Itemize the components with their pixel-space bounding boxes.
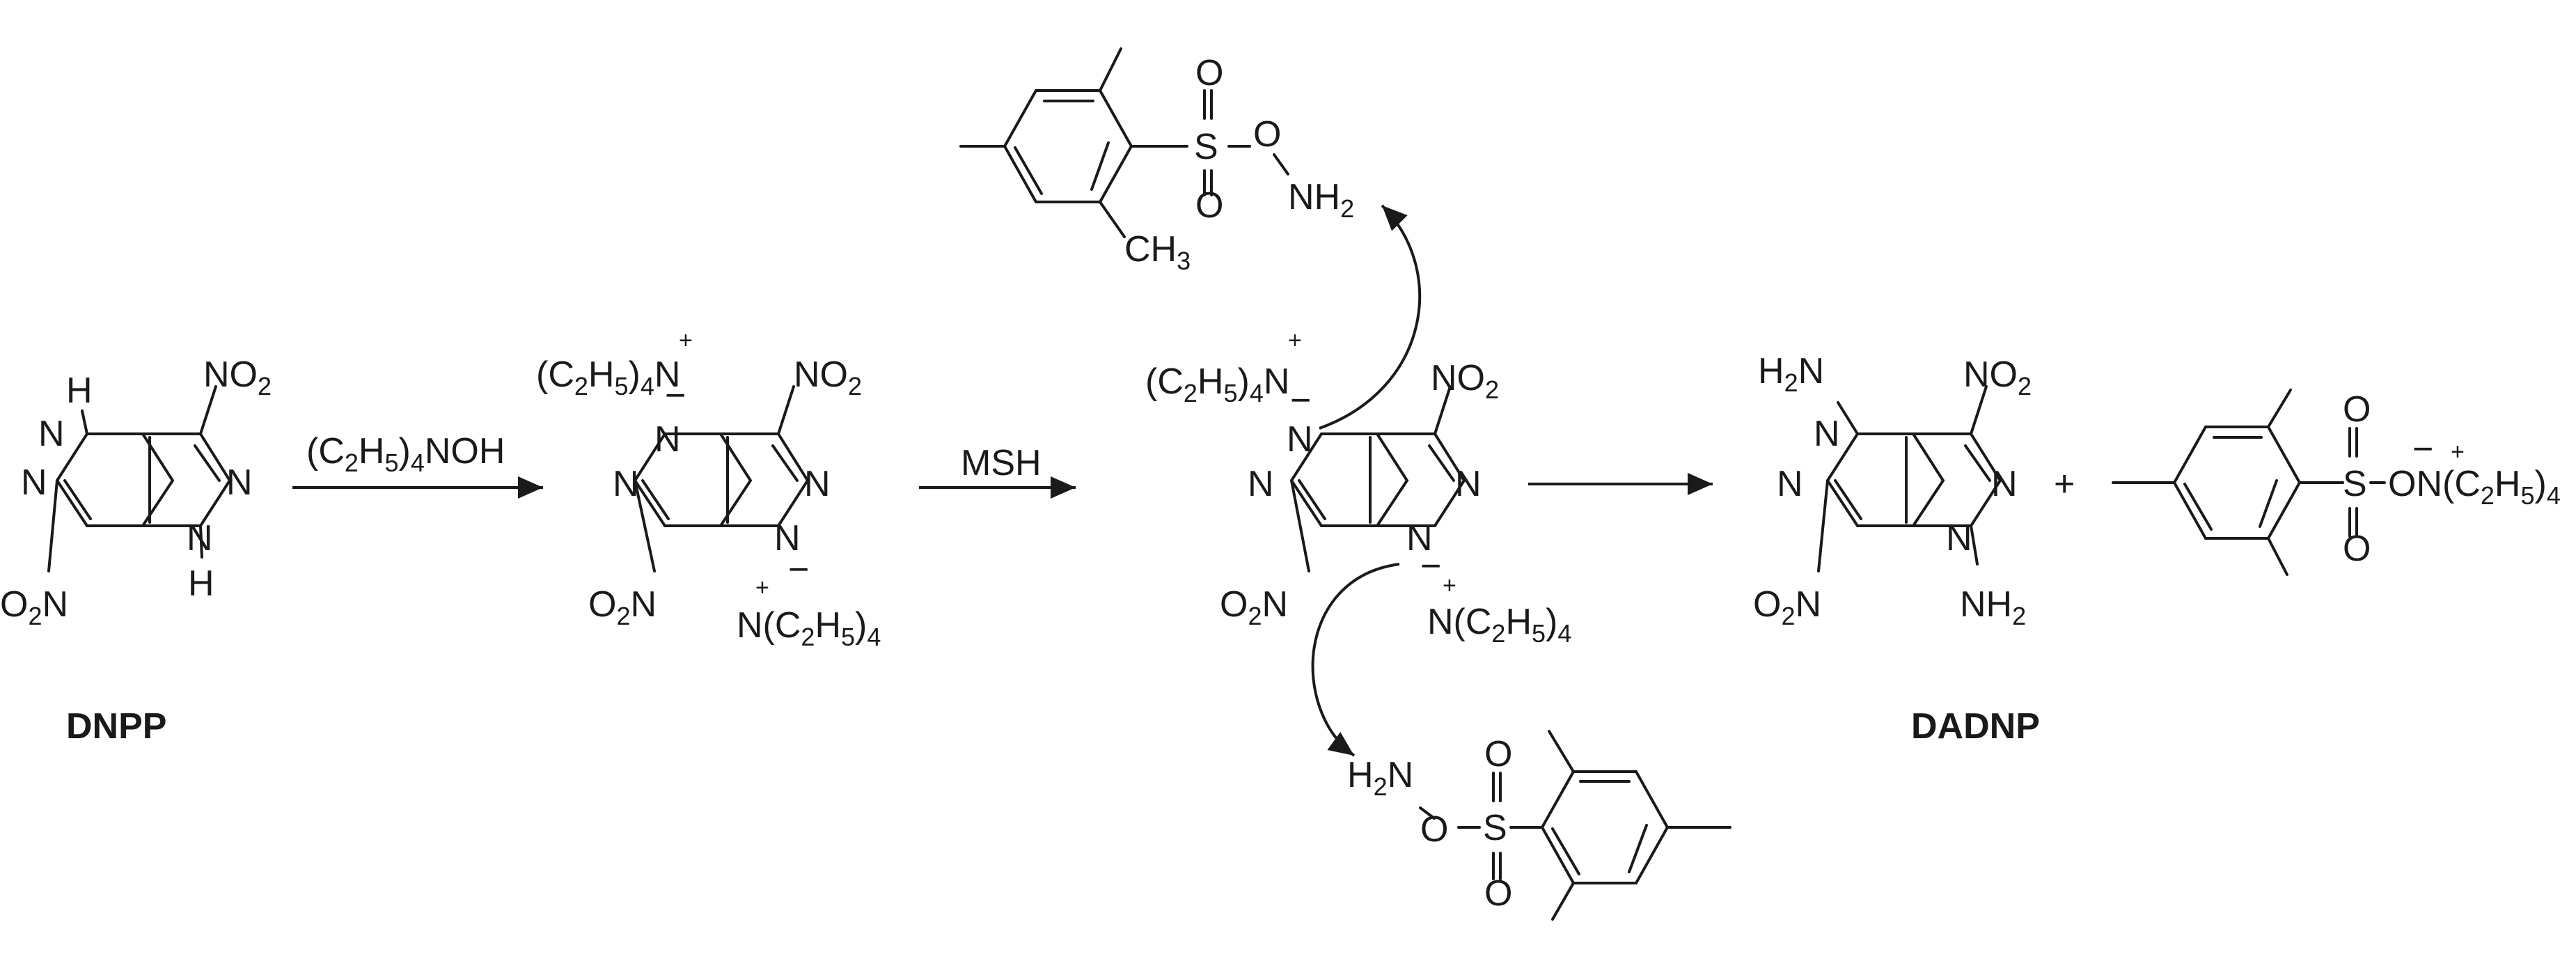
salt-n4: N	[774, 518, 801, 559]
curved-arrow-bottom	[1311, 563, 1400, 757]
compound-name-dadnp: DADNP	[1911, 706, 2040, 747]
msh-bottom-o2: O	[1484, 873, 1512, 914]
curved-arrow-top	[1319, 204, 1422, 430]
compound-dnpp: H N N N N H NO2 O2N DNPP	[0, 354, 272, 747]
dadnp-nh2: NH2	[1960, 584, 2026, 630]
dnpp-h-bottom: H	[188, 563, 214, 604]
dadnp-h2n: H2N	[1758, 351, 1824, 397]
intermediate-minus-bottom: −	[1420, 546, 1441, 586]
reaction-arrow-1: (C2H5)4NOH	[292, 431, 543, 499]
dnpp-n2: N	[21, 462, 47, 503]
intermediate-cation-top: (C2H5)4N	[1145, 361, 1289, 407]
dnpp-n3: N	[226, 462, 253, 503]
compound-dadnp: H2N N N N N NH2 NO2 O2N DADNP	[1753, 351, 2040, 747]
byproduct-sulfonate: S O O − + ON(C2H5)4	[2112, 389, 2561, 576]
reagent-step2: MSH	[961, 443, 1042, 483]
msh-bottom-o1: O	[1484, 734, 1512, 774]
dadnp-n2: N	[1777, 464, 1803, 504]
msh-bottom-h2n: H2N	[1347, 755, 1413, 801]
intermediate-no2-top: NO2	[1431, 358, 1499, 404]
compound-name-dnpp: DNPP	[66, 706, 166, 747]
compound-intermediate: (C2H5)4N + − N N N N − + N(C2H5)4 NO2 O2…	[1145, 204, 1571, 757]
dnpp-h-top: H	[66, 370, 93, 411]
intermediate-n3: N	[1455, 464, 1482, 504]
salt-minus-top: −	[665, 375, 686, 416]
salt-n1: N	[654, 419, 681, 460]
reaction-arrow-2: MSH	[919, 443, 1076, 499]
byproduct-minus: −	[2412, 429, 2433, 469]
dnpp-n4: N	[187, 518, 213, 559]
msh-bottom-o3: O	[1420, 809, 1448, 850]
salt-minus-bottom: −	[788, 549, 809, 590]
dadnp-n3: N	[1991, 464, 2018, 504]
salt-no2-bottom: O2N	[588, 584, 657, 630]
salt-n2: N	[613, 464, 639, 504]
msh-top-nh2: NH2	[1288, 177, 1354, 223]
intermediate-n1: N	[1287, 419, 1313, 460]
msh-top-o2: O	[1195, 185, 1223, 226]
msh-reagent-bottom: H2N O S O O	[1347, 730, 1731, 921]
msh-reagent-top: S O O O NH2 CH3	[959, 47, 1354, 275]
dadnp-n4: N	[1946, 518, 1972, 559]
salt-cation-top: (C2H5)4N	[536, 354, 680, 400]
msh-bottom-s: S	[1483, 808, 1507, 848]
compound-salt: (C2H5)4N + − N N N N − + N(C2H5)4 NO2 O2…	[536, 327, 881, 651]
dadnp-n1: N	[1814, 414, 1840, 454]
salt-plus-top: +	[679, 327, 693, 354]
byproduct-o2: O	[2343, 529, 2371, 569]
msh-top-s: S	[1194, 127, 1218, 167]
msh-top-o1: O	[1195, 53, 1223, 93]
byproduct-plus: +	[2451, 439, 2465, 465]
intermediate-plus-top: +	[1288, 327, 1302, 354]
dadnp-no2-bottom: O2N	[1753, 584, 1821, 630]
plus-sign: +	[2054, 464, 2075, 504]
dnpp-n1: N	[38, 414, 65, 454]
intermediate-n4: N	[1406, 518, 1433, 559]
intermediate-no2-bottom: O2N	[1220, 584, 1288, 630]
msh-top-ch3: CH3	[1124, 229, 1191, 275]
salt-plus-bottom: +	[755, 575, 769, 601]
dnpp-no2-top: NO2	[203, 354, 272, 400]
dadnp-no2-top: NO2	[1963, 354, 2032, 400]
salt-cation-bottom: N(C2H5)4	[737, 605, 881, 651]
dnpp-no2-bottom: O2N	[0, 584, 68, 630]
intermediate-n2: N	[1248, 464, 1274, 504]
intermediate-minus-top: −	[1290, 380, 1311, 421]
byproduct-ion-pair: ON(C2H5)4	[2388, 464, 2561, 510]
byproduct-s: S	[2343, 464, 2367, 504]
intermediate-cation-bottom: N(C2H5)4	[1427, 602, 1571, 648]
reagent-step1: (C2H5)4NOH	[306, 431, 505, 477]
byproduct-o1: O	[2343, 389, 2371, 430]
msh-top-o3: O	[1253, 114, 1281, 155]
salt-n3: N	[804, 464, 831, 504]
intermediate-plus-bottom: +	[1443, 572, 1456, 599]
salt-no2-top: NO2	[794, 354, 862, 400]
